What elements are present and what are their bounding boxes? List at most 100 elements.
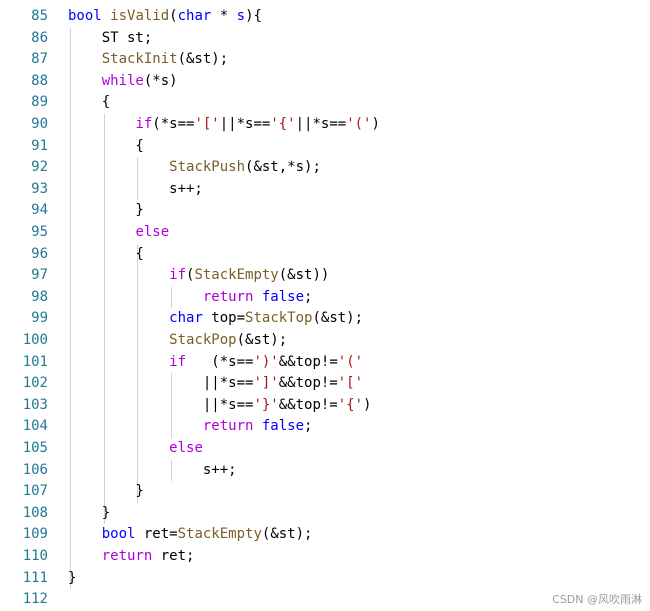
- code-line: 99 char top=StackTop(&st);: [0, 308, 650, 329]
- code-line: 107 }: [0, 481, 650, 502]
- code-text: }: [68, 503, 110, 524]
- code-line: 106 s++;: [0, 460, 650, 481]
- code-text: return false;: [68, 287, 313, 308]
- code-token: '(': [337, 353, 364, 370]
- line-number: 92: [31, 159, 48, 176]
- code-token: ||*s==: [68, 375, 254, 392]
- code-token: '{': [270, 116, 296, 132]
- code-token: [68, 51, 102, 67]
- code-token: ']': [253, 375, 279, 392]
- code-text: s++;: [68, 460, 237, 481]
- code-line: 91 {: [0, 136, 650, 157]
- line-number: 95: [31, 224, 48, 240]
- code-token: [102, 8, 110, 24]
- line-number: 108: [22, 504, 48, 521]
- code-token: [68, 310, 169, 326]
- line-number: 98: [31, 288, 48, 305]
- code-text: if(*s=='['||*s=='{'||*s=='('): [68, 114, 380, 135]
- code-token: ): [363, 396, 372, 413]
- code-line: 87 StackInit(&st);: [0, 49, 650, 70]
- code-token: return: [101, 548, 153, 564]
- code-token: if: [169, 267, 187, 284]
- code-token: [68, 224, 135, 240]
- code-token: '{': [337, 396, 364, 413]
- code-token: ): [371, 116, 380, 132]
- watermark: CSDN @风吹雨淋: [552, 593, 642, 606]
- code-token: if: [135, 116, 153, 132]
- code-token: s++;: [68, 180, 203, 197]
- code-text: if (*s==')'&&top!='(': [68, 352, 363, 373]
- code-token: (&st);: [177, 51, 229, 68]
- code-text: {: [68, 136, 144, 157]
- code-token: [68, 267, 169, 283]
- line-number: 104: [22, 418, 48, 435]
- code-token: }: [68, 483, 144, 500]
- indent-guide: [103, 114, 105, 525]
- code-token: '[': [194, 116, 220, 132]
- code-text: }: [68, 200, 143, 221]
- line-number: 101: [22, 353, 48, 370]
- code-text: bool isValid(char * s){: [68, 6, 262, 27]
- code-token: (*s): [143, 72, 178, 89]
- code-token: [68, 526, 102, 542]
- code-line: 93 s++;: [0, 179, 650, 200]
- code-token: &&top!=: [278, 353, 338, 370]
- code-token: bool: [68, 8, 102, 24]
- code-text: ST st;: [68, 28, 153, 49]
- indent-guide: [171, 373, 173, 438]
- line-number: 90: [31, 116, 48, 132]
- code-token: [68, 159, 169, 175]
- code-token: isValid: [110, 8, 170, 24]
- line-number: 96: [31, 245, 48, 262]
- code-text: return false;: [68, 416, 313, 437]
- line-number: 102: [22, 375, 48, 392]
- code-token: '[': [337, 375, 364, 392]
- code-token: [68, 116, 135, 132]
- code-line: 104 return false;: [0, 416, 650, 437]
- code-token: &&top!=: [278, 375, 338, 392]
- code-token: }: [68, 569, 77, 586]
- code-token: (&st,*s);: [245, 159, 321, 176]
- line-number: 100: [22, 332, 48, 348]
- code-token: top=: [202, 310, 246, 327]
- code-token: [68, 418, 203, 434]
- line-number: 105: [22, 440, 48, 456]
- line-number: 99: [31, 310, 48, 327]
- code-token: StackPop: [169, 332, 237, 348]
- code-line: 98 return false;: [0, 287, 650, 308]
- line-number: 86: [31, 29, 48, 46]
- code-text: else: [68, 438, 203, 459]
- code-line: 97 if(StackEmpty(&st)): [0, 265, 650, 286]
- line-number: 94: [31, 202, 48, 219]
- code-text: char top=StackTop(&st);: [68, 308, 363, 329]
- code-token: (&st)): [278, 267, 330, 284]
- code-token: bool: [101, 526, 136, 543]
- code-text: s++;: [68, 179, 203, 200]
- code-line: 112: [0, 589, 650, 610]
- code-text: {: [68, 244, 144, 265]
- code-token: {: [68, 137, 144, 154]
- code-token: else: [169, 440, 203, 456]
- code-token: {: [68, 245, 144, 262]
- line-number: 107: [22, 483, 48, 500]
- line-number: 103: [22, 396, 48, 413]
- line-number: 111: [22, 569, 48, 586]
- line-number: 109: [22, 526, 48, 543]
- code-line: 102 ||*s==']'&&top!='[': [0, 373, 650, 394]
- code-text: ||*s==']'&&top!='[': [68, 373, 363, 394]
- code-text: {: [68, 92, 110, 113]
- code-token: [68, 332, 169, 348]
- code-line: 101 if (*s==')'&&top!='(': [0, 352, 650, 373]
- code-text: bool ret=StackEmpty(&st);: [68, 524, 313, 545]
- code-token: [68, 73, 102, 89]
- line-number: 110: [22, 548, 48, 564]
- line-number: 91: [31, 137, 48, 154]
- code-text: if(StackEmpty(&st)): [68, 265, 329, 286]
- code-token: StackInit: [101, 51, 178, 68]
- code-token: return: [202, 288, 254, 305]
- line-number: 85: [31, 8, 48, 24]
- code-text: }: [68, 481, 144, 502]
- indent-guide: [171, 459, 173, 482]
- code-token: ST st;: [68, 29, 153, 46]
